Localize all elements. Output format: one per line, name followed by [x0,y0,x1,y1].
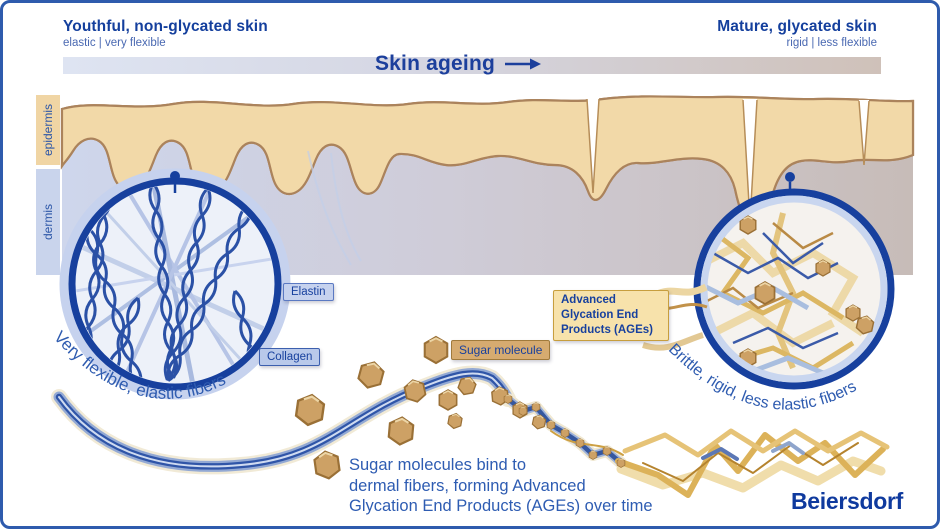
left-magnifier [59,168,291,400]
pin-marker [170,171,180,193]
epidermis-label: epidermis [41,103,55,157]
epidermis-layer [60,95,915,227]
collagen-label: Collagen [259,348,321,366]
caption-line-3: Glycation End Products (AGEs) over time [349,497,653,515]
caption-line-2: dermal fibers, forming Advanced [349,476,586,495]
glycated-fiber-tangle [707,212,866,376]
title-mature: Mature, glycated skin [717,18,877,35]
header-youthful: Youthful, non-glycated skin elastic | ve… [63,18,268,49]
sugar-molecule-icon [423,335,449,365]
sugar-molecule-label: Sugar molecule [451,340,551,360]
header-mature: Mature, glycated skin rigid | less flexi… [717,18,877,49]
pin-marker [785,172,795,193]
dermis-label: dermis [41,203,56,241]
dermal-fiber-transformation [51,365,890,498]
right-magnifier [642,172,895,390]
brand-logo: Beiersdorf [790,488,903,514]
skin-illustration: Very flexible, elastic fibers Brittle, r… [50,95,915,498]
subtitle-mature: rigid | less flexible [786,37,877,49]
dermis-strip: dermis [36,169,60,275]
elastin-label: Elastin [283,283,334,301]
ages-label: Advanced Glycation End Products (AGEs) [553,290,669,341]
bottom-caption: Sugar molecules bind to dermal fibers, f… [349,455,653,517]
caption-line-1: Sugar molecules bind to [349,456,527,474]
subtitle-youthful: elastic | very flexible [63,37,166,49]
title-youthful: Youthful, non-glycated skin [63,18,268,35]
skin-ageing-heading: Skin ageing [63,47,853,81]
epidermis-strip: epidermis [36,95,60,165]
skin-ageing-gradient-band [63,57,881,74]
arrow-right-icon [505,58,542,70]
skin-ageing-label: Skin ageing [374,52,496,75]
dermal-fibers [307,150,362,266]
